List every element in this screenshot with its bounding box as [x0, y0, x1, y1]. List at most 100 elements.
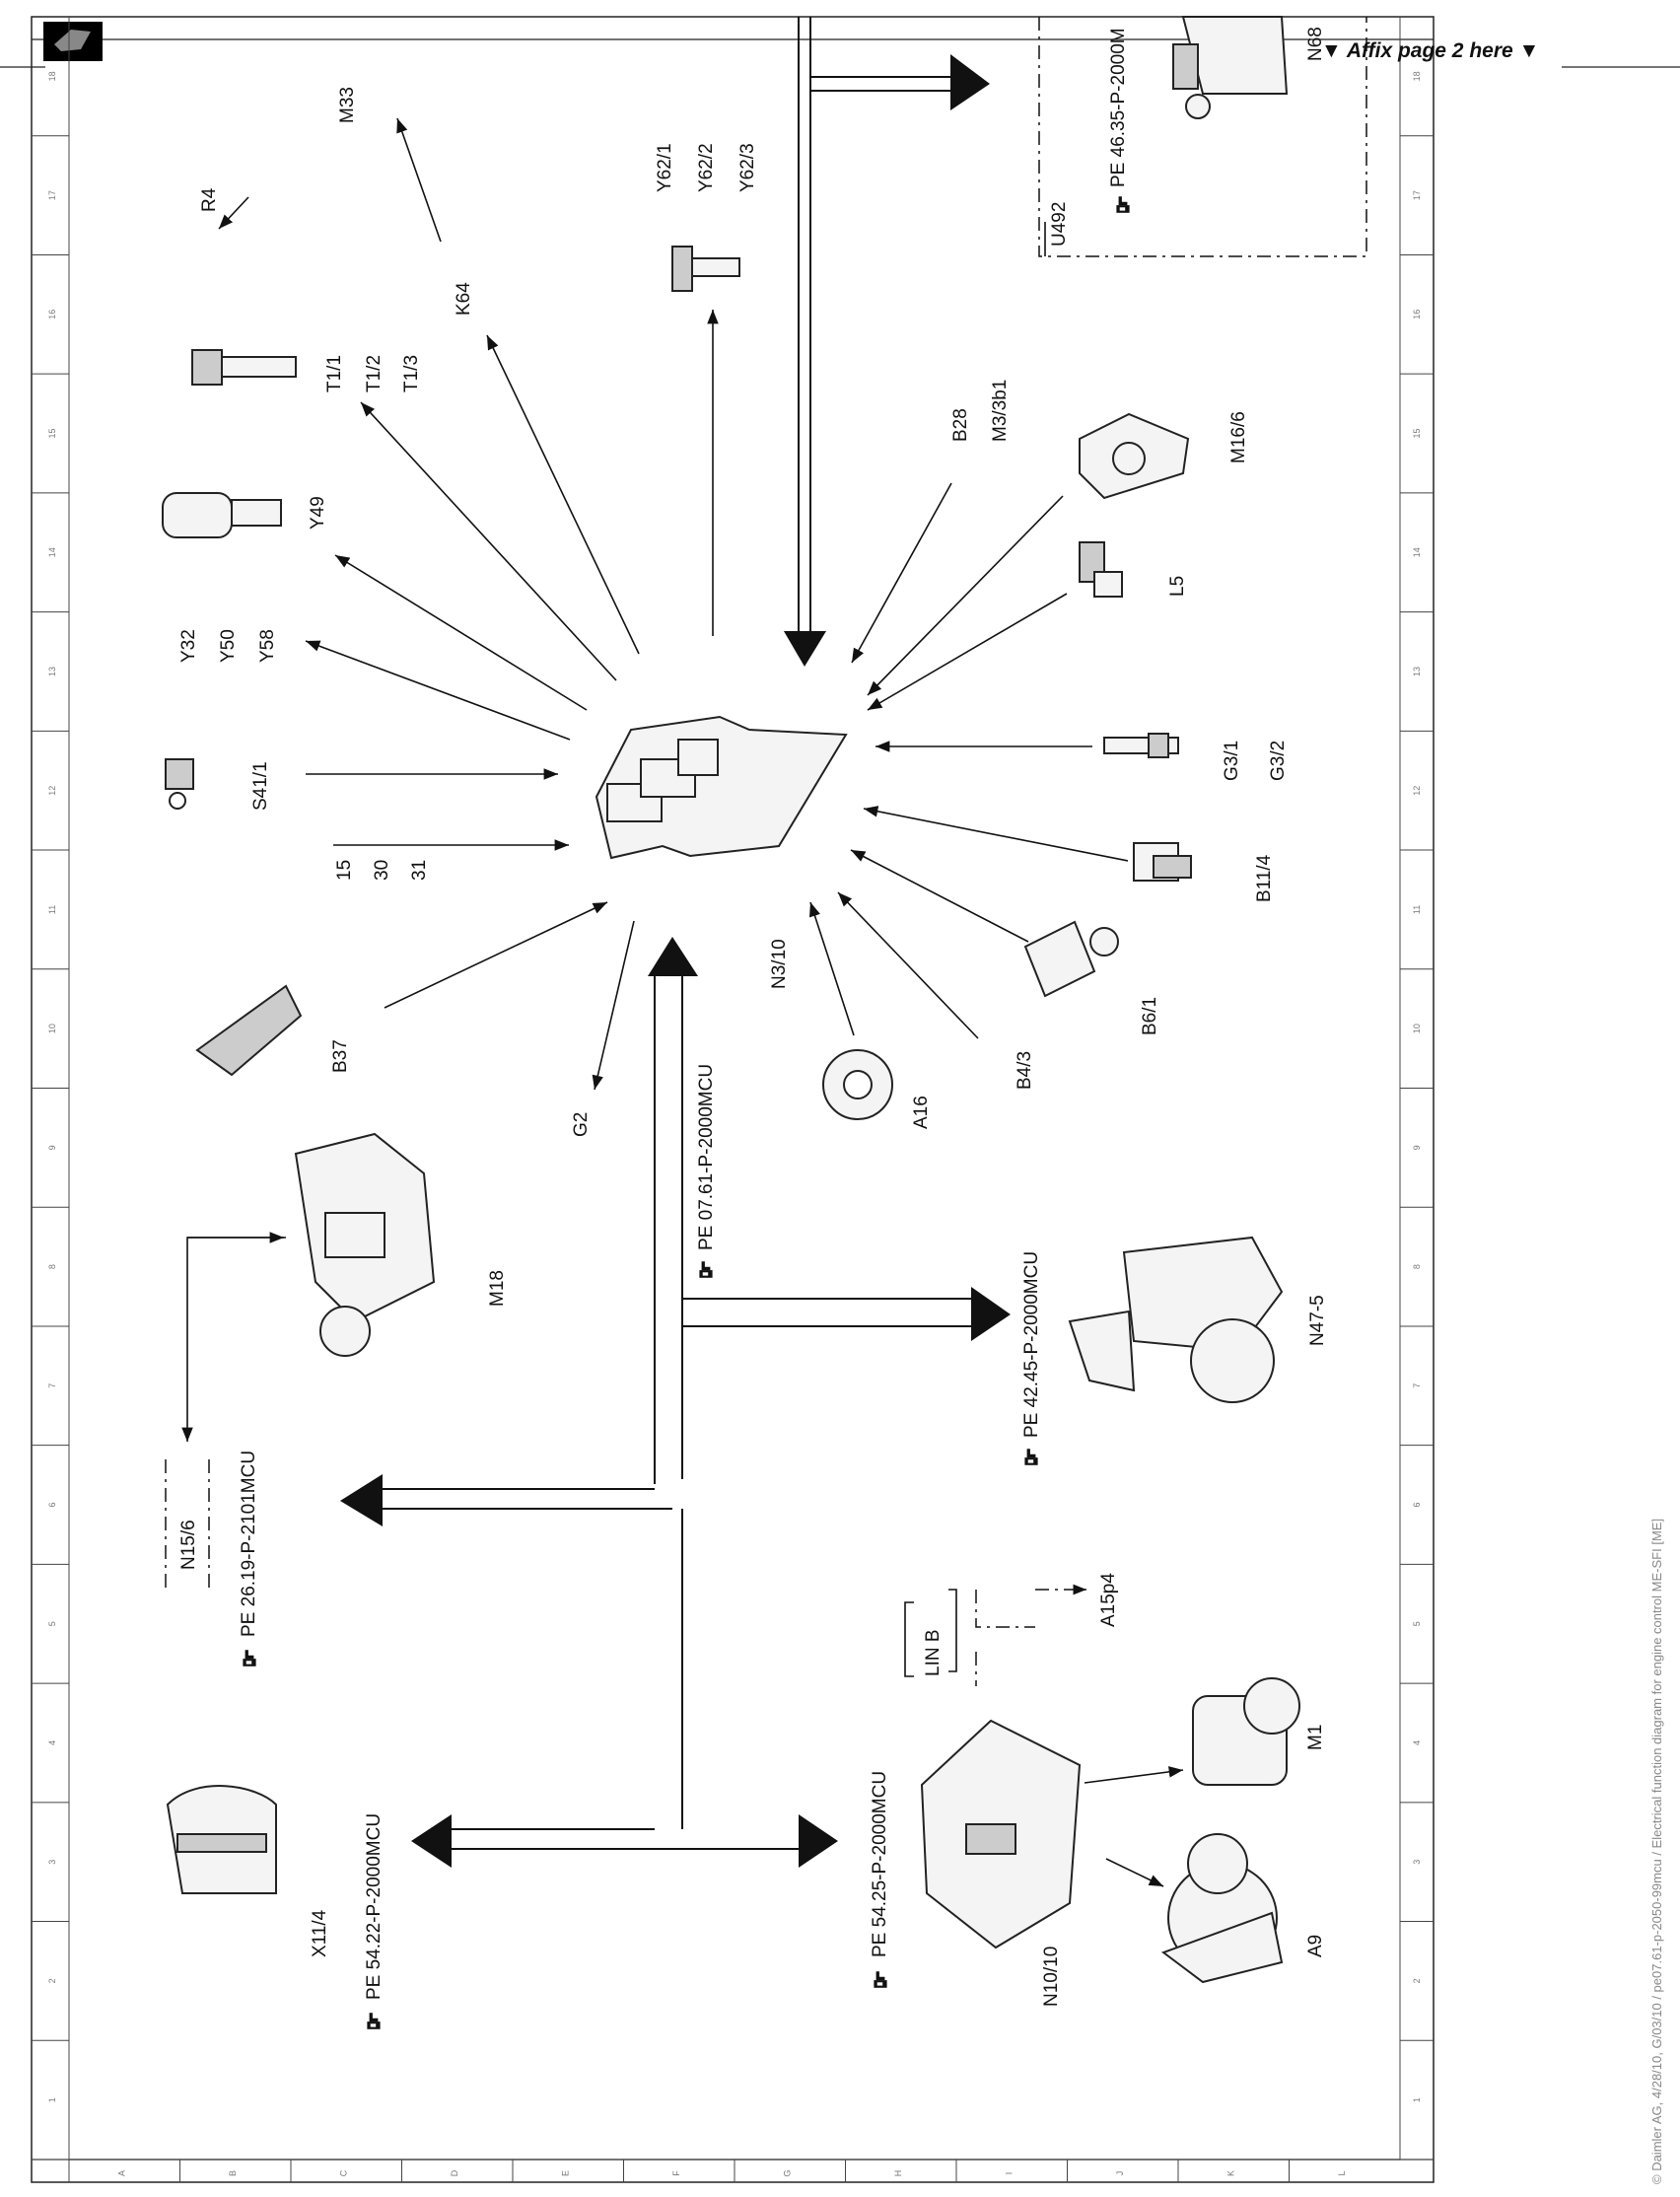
starter-m1-icon — [1192, 1677, 1300, 1786]
dashed-boxes — [165, 17, 1367, 1677]
label-M3-3b1: M3/3b1 — [990, 380, 1011, 442]
row-tick-4: 4 — [47, 1740, 57, 1745]
row-tick-16: 16 — [1412, 310, 1422, 319]
ref-pe-07-61[interactable]: PE 07.61-P-2000MCU — [696, 1064, 717, 1278]
label-A9: A9 — [1305, 1935, 1326, 1957]
row-tick-12: 12 — [1412, 786, 1422, 796]
row-tick-2: 2 — [47, 1978, 57, 1983]
pedal-sensor-icon — [195, 984, 303, 1077]
label-M33: M33 — [337, 87, 358, 123]
col-tick-A: A — [116, 2170, 126, 2176]
ref-pe-54-25-text[interactable]: PE 54.25-P-2000MCU — [870, 1771, 890, 1957]
col-tick-G: G — [782, 2169, 792, 2176]
control-unit-n10-icon — [920, 1719, 1082, 1949]
col-tick-H: H — [893, 2170, 903, 2177]
col-tick-E: E — [560, 2170, 570, 2176]
label-B11-4: B11/4 — [1254, 854, 1275, 902]
label-M1: M1 — [1305, 1725, 1326, 1750]
label-B28: B28 — [950, 408, 971, 442]
row-tick-8: 8 — [1412, 1264, 1422, 1269]
label-B37: B37 — [330, 1039, 351, 1073]
ref-pe-42-45-text[interactable]: PE 42.45-P-2000MCU — [1021, 1251, 1042, 1438]
label-S41-1: S41/1 — [250, 761, 271, 811]
row-tick-17: 17 — [47, 190, 57, 200]
ref-pe-46-35[interactable]: PE 46.35-P-2000M — [1108, 28, 1130, 213]
col-tick-F: F — [671, 2170, 681, 2176]
ref-pe-42-45[interactable]: PE 42.45-P-2000MCU — [1021, 1251, 1042, 1465]
row-tick-14: 14 — [47, 547, 57, 557]
bus-lines — [340, 17, 1011, 1868]
label-U492: U492 — [1049, 202, 1070, 247]
col-tick-C: C — [338, 2169, 348, 2176]
pressure-sensor-b6-icon — [1023, 920, 1119, 998]
row-tick-15: 15 — [47, 429, 57, 439]
label-K64: K64 — [454, 282, 474, 316]
row-tick-7: 7 — [47, 1383, 57, 1388]
row-tick-1: 1 — [1412, 2097, 1422, 2102]
row-tick-3: 3 — [1412, 1860, 1422, 1865]
col-tick-D: D — [450, 2169, 459, 2176]
ref-pe-46-35-text[interactable]: PE 46.35-P-2000M — [1108, 28, 1129, 187]
row-tick-17: 17 — [1412, 190, 1422, 200]
label-X11-4: X11/4 — [310, 1909, 330, 1957]
component-icons — [162, 16, 1300, 1984]
label-L5: L5 — [1167, 576, 1188, 597]
row-tick-10: 10 — [47, 1024, 57, 1033]
row-tick-16: 16 — [47, 310, 57, 319]
connector-x11-icon — [166, 1785, 277, 1894]
label-G3-1: G3/1 — [1222, 741, 1242, 781]
label-terminal-31: 31 — [409, 860, 430, 881]
label-N15-6: N15/6 — [178, 1520, 199, 1570]
ref-pe-54-22[interactable]: PE 54.22-P-2000MCU — [364, 1813, 385, 2029]
label-Y62-2: Y62/2 — [696, 143, 717, 192]
row-tick-5: 5 — [1412, 1621, 1422, 1626]
label-T1-1: T1/1 — [324, 355, 345, 392]
label-Y62-1: Y62/1 — [655, 143, 675, 192]
injector-icon — [671, 246, 740, 292]
temp-sensor-b11-icon — [1133, 842, 1192, 882]
module-n47-icon — [1068, 1236, 1284, 1403]
label-G3-2: G3/2 — [1268, 741, 1289, 781]
col-tick-B: B — [228, 2170, 238, 2176]
affix-note: ▼ Affix page 2 here ▼ — [1321, 39, 1539, 62]
label-G2: G2 — [571, 1112, 592, 1137]
ref-pe-54-22-text[interactable]: PE 54.22-P-2000MCU — [364, 1813, 385, 2000]
fan-motor-a9-icon — [1160, 1833, 1284, 1984]
label-M16-6: M16/6 — [1228, 411, 1249, 463]
row-tick-11: 11 — [1412, 905, 1422, 914]
row-tick-4: 4 — [1412, 1740, 1422, 1745]
pe-references: PE 46.35-P-2000M PE 07.61-P-2000MCU PE 4… — [239, 28, 1130, 2029]
label-Y58: Y58 — [257, 629, 278, 663]
label-Y62-3: Y62/3 — [737, 143, 758, 192]
sensor-s41-icon — [165, 758, 194, 810]
spark-plug-icon — [1103, 733, 1179, 758]
label-T1-3: T1/3 — [401, 355, 422, 392]
row-tick-8: 8 — [47, 1264, 57, 1269]
affix-note-text: ▼ Affix page 2 here ▼ — [1321, 39, 1539, 62]
solenoid-valve-icon — [162, 492, 282, 538]
module-m16-icon — [1079, 412, 1190, 500]
label-R4: R4 — [199, 187, 220, 212]
signal-arrows — [181, 117, 1184, 1887]
ref-pe-54-25[interactable]: PE 54.25-P-2000MCU — [870, 1771, 890, 1988]
label-M18: M18 — [487, 1270, 508, 1307]
row-tick-9: 9 — [47, 1145, 57, 1150]
row-tick-11: 11 — [47, 905, 57, 914]
ref-pe-07-61-text[interactable]: PE 07.61-P-2000MCU — [696, 1064, 717, 1250]
control-unit-n68-icon — [1172, 16, 1289, 119]
label-Y50: Y50 — [218, 629, 239, 663]
row-tick-18: 18 — [47, 71, 57, 81]
label-N3-10: N3/10 — [769, 939, 790, 989]
ref-pe-26-19-text[interactable]: PE 26.19-P-2101MCU — [239, 1451, 259, 1637]
row-tick-6: 6 — [1412, 1503, 1422, 1508]
copyright-text: © Daimler AG, 4/28/10, G/03/10 / pe07.61… — [1649, 1519, 1664, 2184]
ref-pe-26-19[interactable]: PE 26.19-P-2101MCU — [239, 1451, 259, 1666]
row-tick-10: 10 — [1412, 1024, 1422, 1033]
row-tick-3: 3 — [47, 1860, 57, 1865]
label-A15p4: A15p4 — [1098, 1573, 1119, 1627]
row-tick-9: 9 — [1412, 1145, 1422, 1150]
label-N47-5: N47-5 — [1307, 1295, 1328, 1346]
